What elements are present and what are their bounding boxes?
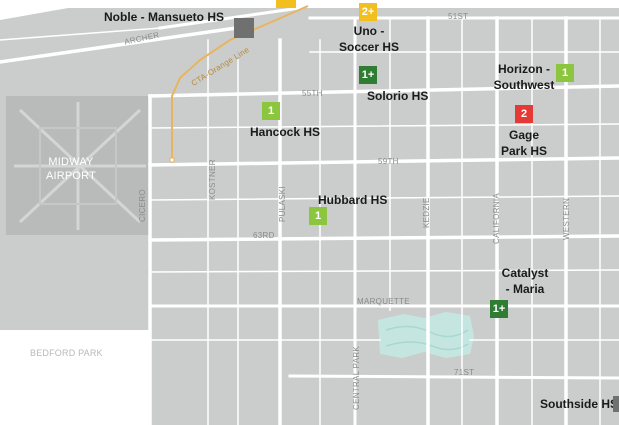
school-marker-solorio[interactable]: 1+	[359, 66, 377, 84]
street-label-71st: 71ST	[454, 368, 475, 377]
midway-airport-label: MIDWAY AIRPORT	[36, 155, 106, 183]
school-label-uno-line2: Soccer HS	[338, 40, 400, 54]
school-label-gage-line2: Park HS	[500, 144, 548, 158]
school-label-uno[interactable]: Uno - Soccer HS	[328, 23, 410, 55]
street-label-kostner: KOSTNER	[208, 159, 217, 200]
school-label-catalyst-line2: - Maria	[505, 282, 545, 296]
street-label-cicero: CICERO	[138, 189, 147, 222]
school-label-gage[interactable]: Gage Park HS	[490, 127, 558, 159]
school-label-hubbard[interactable]: Hubbard HS	[318, 193, 388, 207]
street-label-59th: 59TH	[378, 157, 399, 166]
street-label-pulaski: PULASKI	[278, 186, 287, 222]
school-label-southside[interactable]: Southside HS	[540, 397, 619, 411]
midway-label-line1: MIDWAY	[48, 156, 94, 168]
school-label-noble[interactable]: Noble - Mansueto HS	[104, 10, 225, 24]
school-label-horizon-line1: Horizon -	[498, 62, 550, 76]
school-marker-uno[interactable]: 2+	[359, 3, 377, 21]
street-label-51st: 51ST	[448, 12, 469, 21]
park-area	[378, 312, 474, 358]
school-marker-horizon[interactable]: 1	[556, 64, 574, 82]
school-marker-partial[interactable]	[276, 0, 296, 8]
school-label-gage-line1: Gage	[508, 128, 539, 142]
school-label-horizon[interactable]: Horizon - Southwest	[488, 61, 560, 93]
street-label-55th: 55TH	[302, 89, 323, 98]
street-label-central-park: CENTRAL PARK	[352, 345, 361, 410]
street-label-63rd: 63RD	[253, 231, 275, 240]
school-label-horizon-line2: Southwest	[493, 78, 555, 92]
street-label-california: CALIFORNIA	[492, 192, 501, 244]
school-marker-southside[interactable]	[613, 396, 619, 412]
bedford-park-label: BEDFORD PARK	[30, 348, 103, 358]
school-marker-hancock[interactable]: 1	[262, 102, 280, 120]
street-label-kedzie: KEDZIE	[422, 197, 431, 228]
midway-label-line2: AIRPORT	[45, 170, 97, 182]
school-marker-hubbard[interactable]: 1	[309, 207, 327, 225]
street-label-marquette: MARQUETTE	[357, 297, 410, 306]
school-label-hancock[interactable]: Hancock HS	[250, 125, 321, 139]
street-label-western: WESTERN	[562, 197, 571, 240]
school-marker-gage[interactable]: 2	[515, 105, 533, 123]
school-label-uno-line1: Uno -	[353, 24, 385, 38]
school-label-solorio[interactable]: Solorio HS	[367, 89, 429, 103]
school-label-catalyst[interactable]: Catalyst - Maria	[492, 265, 558, 297]
school-label-catalyst-line1: Catalyst	[501, 266, 549, 280]
school-marker-noble[interactable]	[234, 18, 254, 38]
school-marker-catalyst[interactable]: 1+	[490, 300, 508, 318]
